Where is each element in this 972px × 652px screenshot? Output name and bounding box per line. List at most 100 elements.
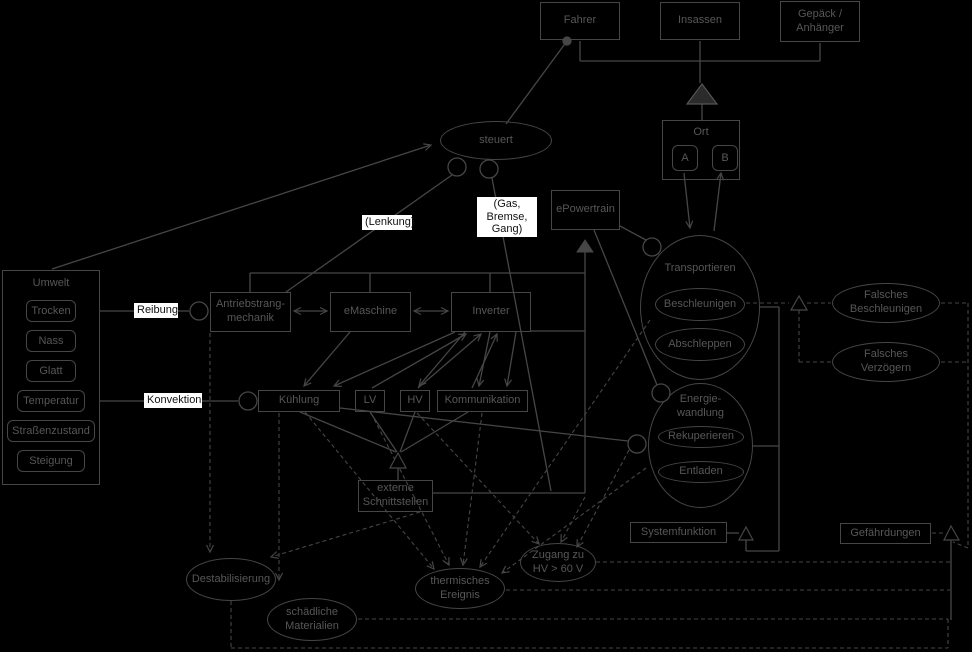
zugang-line1: Zugang zu (532, 548, 584, 561)
thermisches-line2: Ereignis (440, 588, 480, 601)
usecase-steuert-label: steuert (479, 133, 513, 146)
schaedliche-line2: Materialien (285, 619, 339, 632)
usecase-entladen-label: Entladen (679, 465, 723, 478)
actor-gepaeck-line2: Anhänger (796, 21, 844, 34)
usecase-entladen[interactable]: Entladen (658, 461, 744, 483)
umwelt-glatt-label: Glatt (39, 365, 63, 377)
falsches-beschl-line1: Falsches (863, 289, 909, 302)
node-antriebsstrangmechanik[interactable]: Antriebstrang- mechanik (210, 292, 291, 332)
actor-gepaeck-anhaenger[interactable]: Gepäck / Anhänger (780, 1, 860, 42)
gas-label-line2: Bremse, (486, 210, 528, 223)
actor-insassen-label: Insassen (677, 14, 723, 27)
actor-gepaeck-line1: Gepäck / (797, 7, 843, 20)
ball-energiewandlung-left (627, 434, 647, 454)
umwelt-trocken-label: Trocken (31, 305, 71, 317)
ball-konvektion (238, 391, 258, 411)
usecase-destabilisierung[interactable]: Destabilisierung (186, 558, 276, 601)
ball-reibung (189, 301, 209, 321)
actor-insassen[interactable]: Insassen (660, 2, 740, 40)
umwelt-nass-label: Nass (38, 335, 64, 347)
usecase-beschleunigen[interactable]: Beschleunigen (655, 288, 745, 321)
usecase-schaedliche-materialien[interactable]: schädliche Materialien (267, 598, 357, 641)
node-kuehlung[interactable]: Kühlung (258, 390, 340, 412)
node-ort-b[interactable]: B (712, 145, 738, 171)
umwelt-strassenzustand-label: Straßenzustand (12, 425, 90, 437)
generalization-triangle-gefaehrdungen (943, 524, 961, 541)
schaedliche-line1: schädliche (286, 605, 338, 618)
usecase-beschleunigen-label: Beschleunigen (663, 297, 737, 310)
ball-steuert-gas (479, 159, 499, 179)
node-systemfunktion[interactable]: Systemfunktion (630, 522, 727, 543)
umwelt-temperatur[interactable]: Temperatur (17, 390, 85, 412)
node-externe-schnittstellen[interactable]: externe Schnittstellen (358, 480, 433, 512)
usecase-zugang-hv[interactable]: Zugang zu HV > 60 V (520, 543, 596, 582)
usecase-transportieren-label: Transportieren (664, 262, 736, 274)
edge-label-lenkung-text: (Lenkung) (365, 216, 415, 228)
node-inverter-label: Inverter (472, 305, 510, 318)
usecase-rekuperieren[interactable]: Rekuperieren (658, 426, 744, 448)
falsches-beschl-line2: Beschleunigen (849, 303, 923, 315)
usecase-rekuperieren-label: Rekuperieren (667, 430, 735, 443)
actor-fahrer-label: Fahrer (563, 14, 597, 27)
node-emaschine[interactable]: eMaschine (330, 292, 411, 332)
generalization-triangle-ort (685, 83, 719, 105)
edge-label-reibung[interactable]: Reibung (134, 303, 178, 318)
node-hv[interactable]: HV (400, 390, 430, 412)
antrieb-line1: Antriebstrang- (215, 298, 286, 311)
node-lv[interactable]: LV (355, 390, 385, 412)
usecase-falsches-verzoegern[interactable]: Falsches Verzögern (832, 342, 940, 382)
generalization-triangle-beschleunigen (789, 294, 809, 311)
umwelt-strassenzustand[interactable]: Straßenzustand (7, 420, 95, 442)
node-epowertrain-label: ePowertrain (556, 203, 615, 216)
energiewandlung-line1: Energie- (679, 393, 722, 405)
usecase-abschleppen-label: Abschleppen (668, 337, 732, 350)
generalization-triangle-systemfunktion (737, 525, 755, 541)
node-kommunikation[interactable]: Kommunikation (437, 390, 528, 412)
node-ort-label: Ort (693, 126, 709, 138)
gas-label-line1: (Gas, (493, 198, 521, 210)
edge-label-reibung-text: Reibung (137, 304, 178, 316)
node-epowertrain[interactable]: ePowertrain (551, 190, 620, 230)
node-kommunikation-label: Kommunikation (444, 394, 521, 407)
externe-line1: externe (377, 482, 414, 495)
externe-line2: Schnittstellen (362, 496, 429, 508)
usecase-thermisches-ereignis[interactable]: thermisches Ereignis (415, 568, 505, 609)
node-hv-label: HV (407, 394, 423, 407)
node-ort-a[interactable]: A (672, 145, 698, 171)
energiewandlung-line2: wandlung (676, 406, 725, 419)
edge-label-lenkung[interactable]: (Lenkung) (362, 215, 415, 230)
umwelt-nass[interactable]: Nass (26, 330, 76, 352)
actor-fahrer[interactable]: Fahrer (540, 2, 620, 40)
umwelt-steigung-label: Steigung (29, 455, 73, 467)
node-kuehlung-label: Kühlung (278, 394, 320, 407)
zugang-line2: HV > 60 V (532, 562, 584, 575)
usecase-destabilisierung-label: Destabilisierung (191, 572, 271, 585)
node-ort-a-label: A (681, 152, 689, 164)
node-gefaehrdungen-label: Gefährdungen (850, 526, 921, 539)
umwelt-trocken[interactable]: Trocken (26, 300, 76, 322)
usecase-falsches-beschleunigen[interactable]: Falsches Beschleunigen (832, 283, 940, 323)
edge-label-gas-bremse-gang[interactable]: (Gas, Bremse, Gang) (477, 197, 537, 237)
generalization-triangle-externe-schnittstellen (389, 451, 407, 469)
node-emaschine-label: eMaschine (343, 305, 398, 318)
edge-label-konvektion[interactable]: Konvektion (144, 393, 202, 408)
thermisches-line1: thermisches (430, 574, 490, 587)
edge-label-konvektion-text: Konvektion (147, 394, 202, 406)
antrieb-line2: mechanik (226, 312, 275, 324)
node-ort-b-label: B (721, 152, 729, 164)
gas-label-line3: Gang) (491, 223, 523, 236)
umwelt-steigung[interactable]: Steigung (17, 450, 85, 472)
usecase-steuert[interactable]: steuert (440, 121, 552, 160)
node-lv-label: LV (363, 394, 377, 407)
node-systemfunktion-label: Systemfunktion (640, 525, 717, 538)
node-inverter[interactable]: Inverter (451, 292, 531, 332)
composition-arrow-epowertrain (576, 239, 594, 253)
usecase-abschleppen[interactable]: Abschleppen (655, 328, 745, 361)
ball-steuert-lenkung (447, 157, 467, 177)
umwelt-glatt[interactable]: Glatt (26, 360, 76, 382)
falsches-verz-line1: Falsches (863, 348, 909, 361)
falsches-verz-line2: Verzögern (860, 362, 912, 374)
node-gefaehrdungen[interactable]: Gefährdungen (840, 523, 931, 544)
node-umwelt[interactable]: Umwelt (2, 270, 100, 485)
